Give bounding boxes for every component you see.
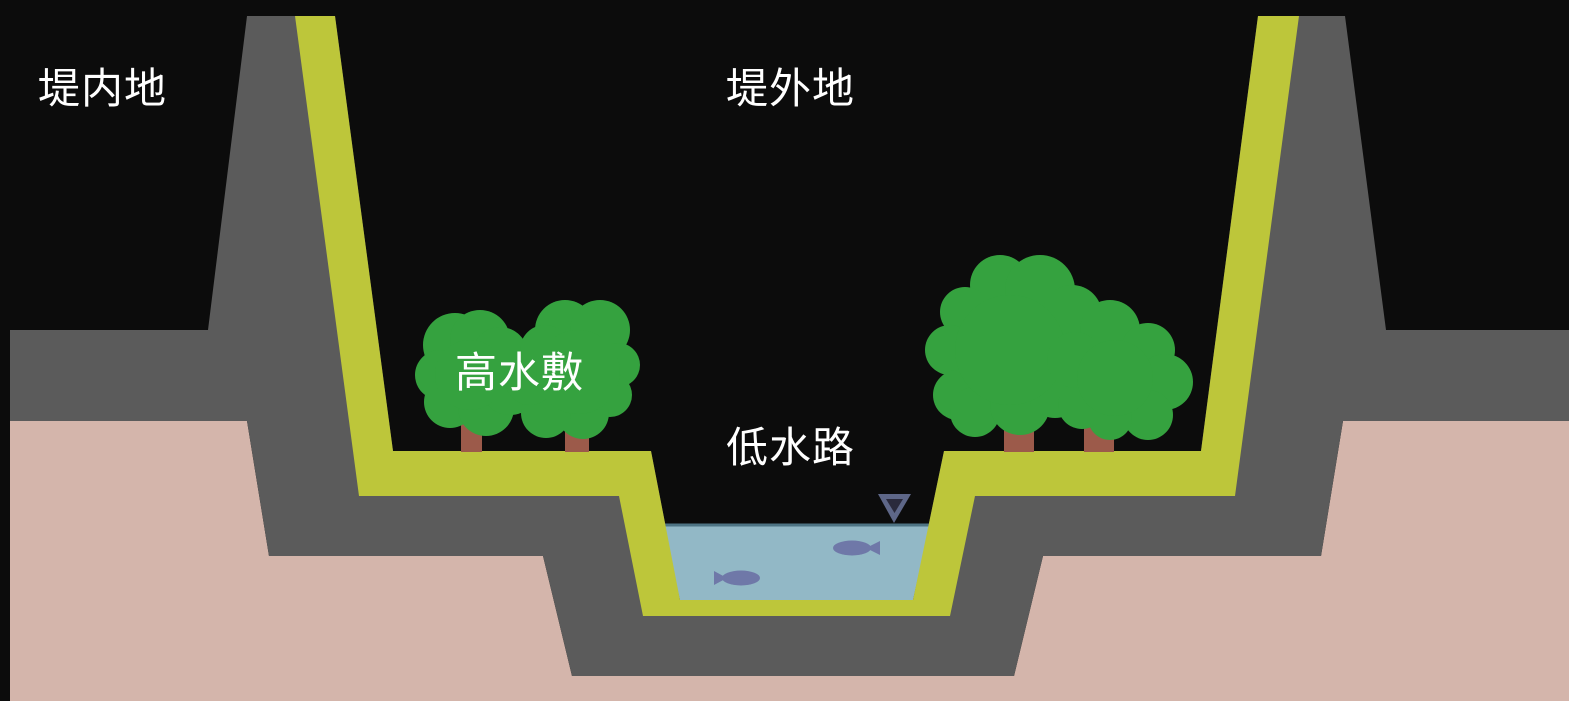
fish-icon (833, 540, 880, 556)
grass-slope-layer (295, 16, 1299, 616)
label-low-water-channel: 低水路 (726, 423, 856, 472)
river-water (662, 524, 930, 600)
tree-icon (415, 310, 540, 452)
water-level-marker-icon (878, 494, 911, 523)
tree-icon (505, 300, 640, 452)
tree-icon (925, 255, 1102, 452)
label-floodplain: 高水敷 (455, 348, 585, 397)
ground-soil (10, 421, 1569, 701)
label-riverside-land: 堤外地 (726, 64, 856, 113)
fish-icon (714, 570, 760, 586)
label-inland: 堤内地 (38, 64, 168, 113)
levee-and-riverbed (10, 16, 1569, 676)
tree-icon (1047, 300, 1193, 452)
